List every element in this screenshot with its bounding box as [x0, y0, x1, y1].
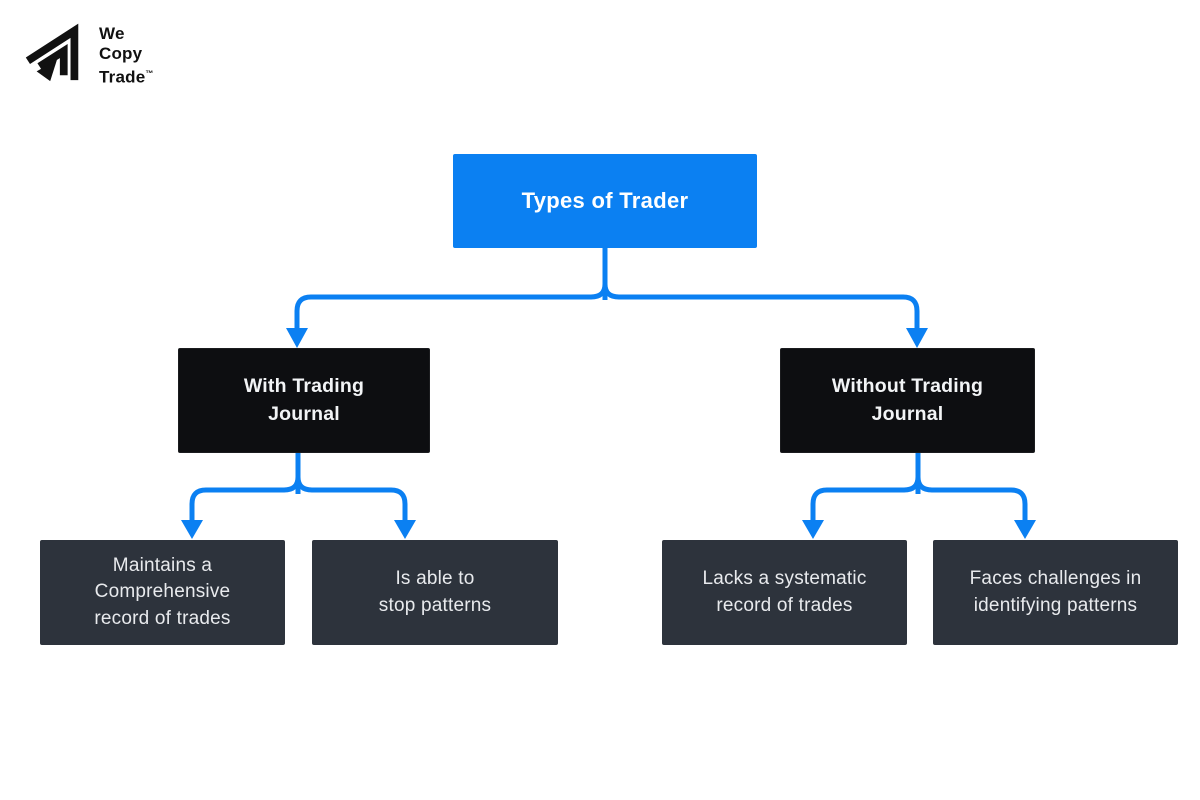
node-lacks-systematic-record: Lacks a systematic record of trades [662, 540, 907, 645]
node-maintains-comprehensive-record: Maintains a Comprehensive record of trad… [40, 540, 285, 645]
arrowhead-icon [394, 520, 416, 539]
wecopytrade-logo: We Copy Trade™ [25, 20, 154, 88]
node-faces-challenges-identifying-patterns: Faces challenges in identifying patterns [933, 540, 1178, 645]
wordmark-line: We [99, 24, 125, 43]
node-without-trading-journal: Without Trading Journal [780, 348, 1035, 453]
wecopytrade-wordmark: We Copy Trade™ [99, 20, 154, 88]
connector-root-to-branches [286, 248, 928, 348]
wordmark-line: Trade™ [99, 67, 154, 87]
arrowhead-icon [286, 328, 308, 348]
connector-without-journal-to-leaves [802, 453, 1036, 539]
connector-with-journal-to-leaves [181, 453, 416, 539]
arrowhead-icon [802, 520, 824, 539]
node-types-of-trader: Types of Trader [453, 154, 757, 248]
arrowhead-icon [181, 520, 203, 539]
wordmark-line: Copy [99, 44, 143, 63]
node-with-trading-journal: With Trading Journal [178, 348, 430, 453]
arrowhead-icon [906, 328, 928, 348]
wecopytrade-arrow-icon [25, 23, 79, 82]
arrowhead-icon [1014, 520, 1036, 539]
node-able-to-stop-patterns: Is able to stop patterns [312, 540, 558, 645]
trademark-symbol: ™ [145, 69, 154, 78]
